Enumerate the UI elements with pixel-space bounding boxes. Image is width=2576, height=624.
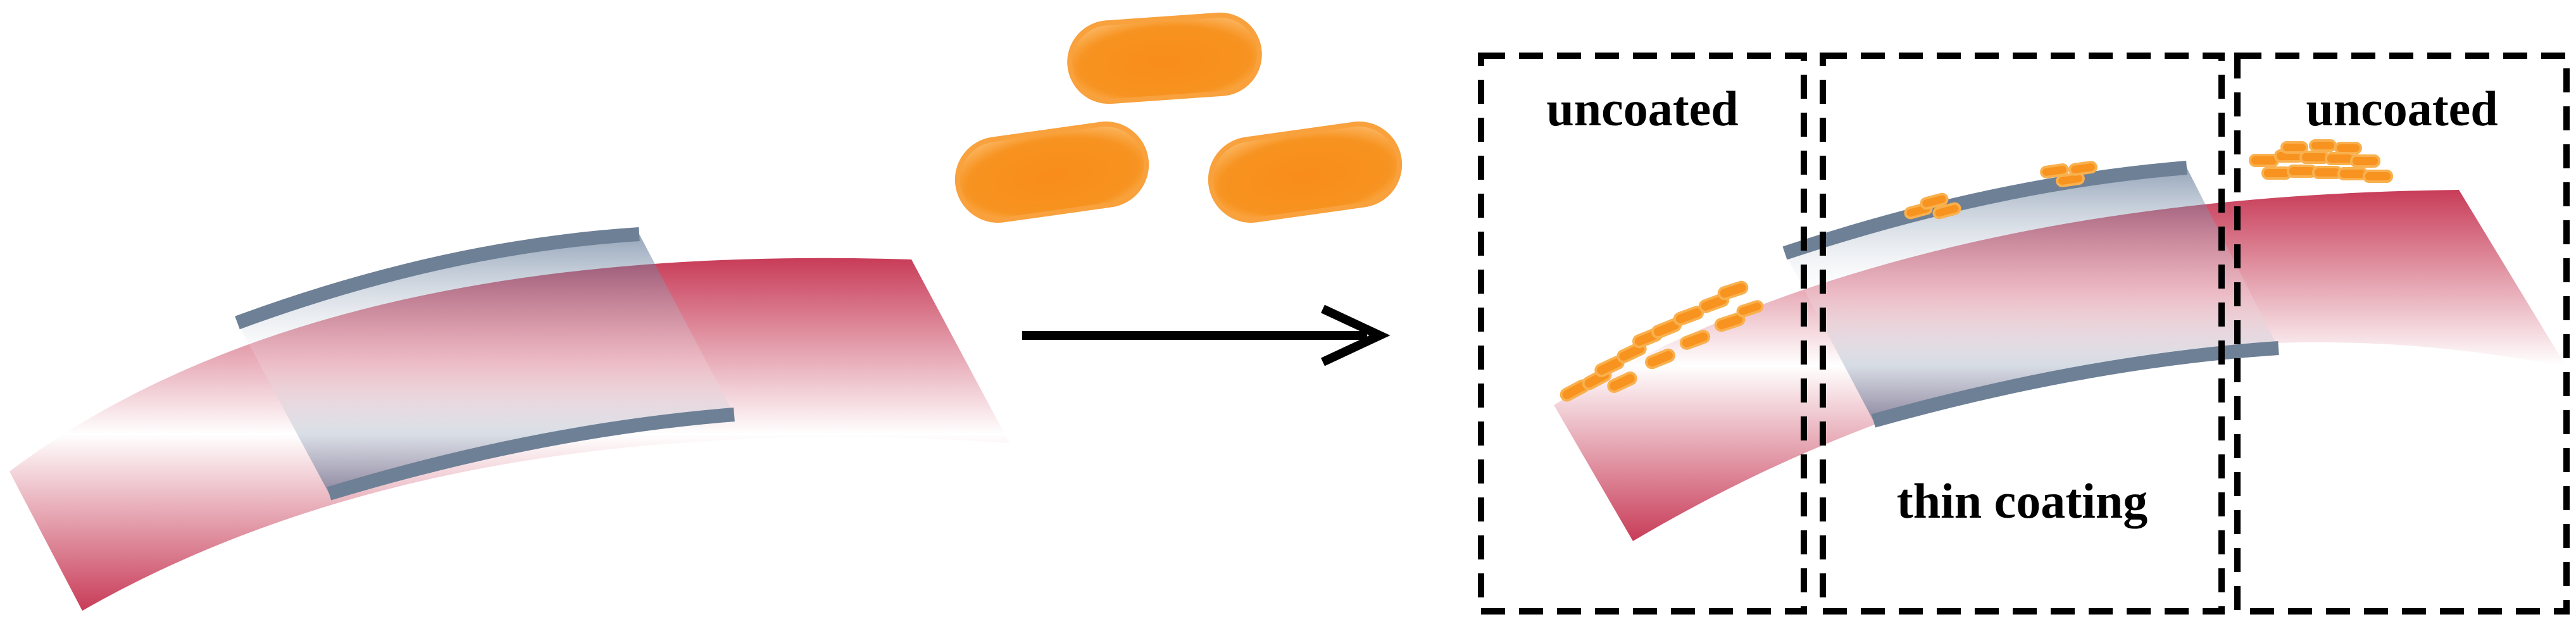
panel-middle-label: thin coating: [1897, 473, 2148, 528]
arrow-right-icon: [1022, 304, 1391, 366]
bacteria-icon: [1736, 300, 1764, 318]
bacteria-icon: [1607, 371, 1637, 393]
panel-middle-thin-coating: [1820, 53, 2225, 615]
bacteria-icon: [1679, 330, 1711, 350]
bacteria-icon: [2068, 161, 2098, 176]
bacteria-icon: [2312, 166, 2342, 179]
panel-right-uncoated: [2234, 53, 2570, 615]
bacteria-icon: [2299, 151, 2330, 164]
attached-bacteria-right: [2249, 139, 2393, 183]
bacteria-icon: [2056, 172, 2085, 187]
bacteria-icon: [2309, 139, 2337, 152]
bacteria-icon: [1920, 192, 1949, 210]
panel-left-uncoated: [1478, 53, 1807, 615]
bacteria-icon: [2337, 167, 2368, 180]
bacteria-icon: [2334, 142, 2362, 154]
tube-before-coating-bottom: [327, 408, 735, 501]
bacteria-icon: [1932, 202, 1961, 220]
bacteria-icon: [1714, 312, 1746, 332]
bacteria-icon: [1645, 348, 1675, 370]
bacteria-icon: [2287, 165, 2317, 178]
panel-right-label: uncoated: [2306, 81, 2498, 136]
bacteria-icon: [2040, 163, 2069, 178]
tube-before: [9, 227, 1010, 611]
bacteria-icon: [954, 122, 1149, 223]
bacteria-group: [954, 12, 1403, 223]
bacteria-icon: [2350, 154, 2380, 168]
attached-bacteria-left: [1560, 280, 1764, 402]
bacteria-icon: [1717, 280, 1749, 301]
bacteria-icon: [2249, 154, 2279, 167]
panel-left-label: uncoated: [1546, 81, 1738, 136]
bacteria-icon: [2261, 166, 2292, 180]
tube-before-coating-top: [235, 227, 640, 330]
bacteria-icon: [1067, 12, 1262, 104]
tube-after-coating-top: [1782, 161, 2187, 260]
attached-bacteria-middle: [1904, 161, 2098, 220]
bacteria-icon: [2325, 152, 2355, 165]
bacteria-icon: [1208, 122, 1403, 223]
bacteria-icon: [2280, 141, 2308, 154]
bacteria-icon: [2363, 170, 2393, 183]
